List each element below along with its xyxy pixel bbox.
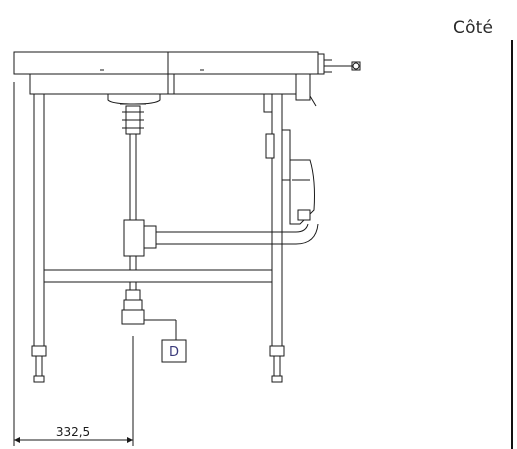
dimension-label: 332,5 <box>56 425 90 439</box>
left-leg <box>31 93 47 383</box>
lower-crossbar <box>43 269 273 283</box>
pump-housing <box>265 129 315 225</box>
drain-pipe <box>121 105 145 325</box>
view-title: Côté <box>453 18 494 38</box>
horizontal-pipe <box>143 223 319 249</box>
right-leg <box>269 93 285 383</box>
connection-label: D <box>169 345 179 360</box>
connection-leader <box>144 319 177 340</box>
worktop <box>13 51 319 95</box>
sink-outlet <box>107 94 161 105</box>
dimension-332-5 <box>13 82 134 446</box>
connection-label-box: D <box>161 339 187 363</box>
